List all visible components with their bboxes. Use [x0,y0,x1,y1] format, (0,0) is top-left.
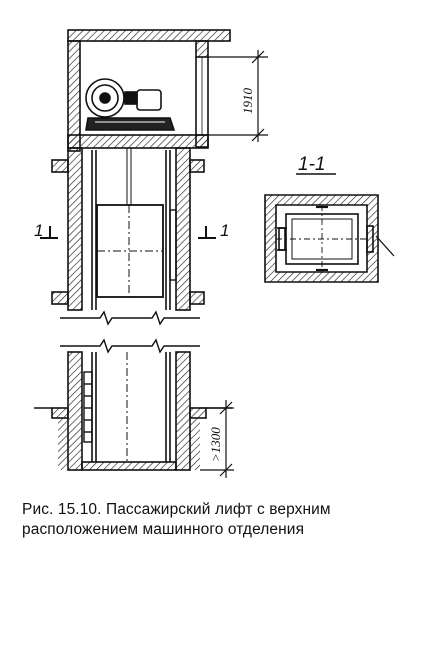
shaft-upper [51,147,205,311]
shaft-lower [34,351,232,471]
section-mark-left [40,226,58,239]
plan-title: 1-1 [298,154,325,175]
winch-machine [85,78,176,131]
counterweight-lower [83,371,93,443]
dimension-machine-room [208,50,268,142]
dimension-1910-label: 1910 [240,88,255,115]
dimension-pit [200,400,234,478]
plan-view [264,194,395,283]
section-mark-right [198,226,216,239]
figure-caption: Рис. 15.10. Пассажирский лифт с верхним … [22,500,422,540]
section-mark-right-label: 1 [220,221,229,240]
caption-line-2: расположением машинного отделения [22,521,305,538]
section-mark-left-label: 1 [34,221,43,240]
caption-line-1: Рис. 15.10. Пассажирский лифт с верхним [22,501,331,518]
elevator-car [96,204,164,298]
break-lines [60,310,200,354]
counterweight-upper [169,209,177,281]
machine-room [67,29,231,152]
dimension-1300-label: >1300 [208,427,223,462]
